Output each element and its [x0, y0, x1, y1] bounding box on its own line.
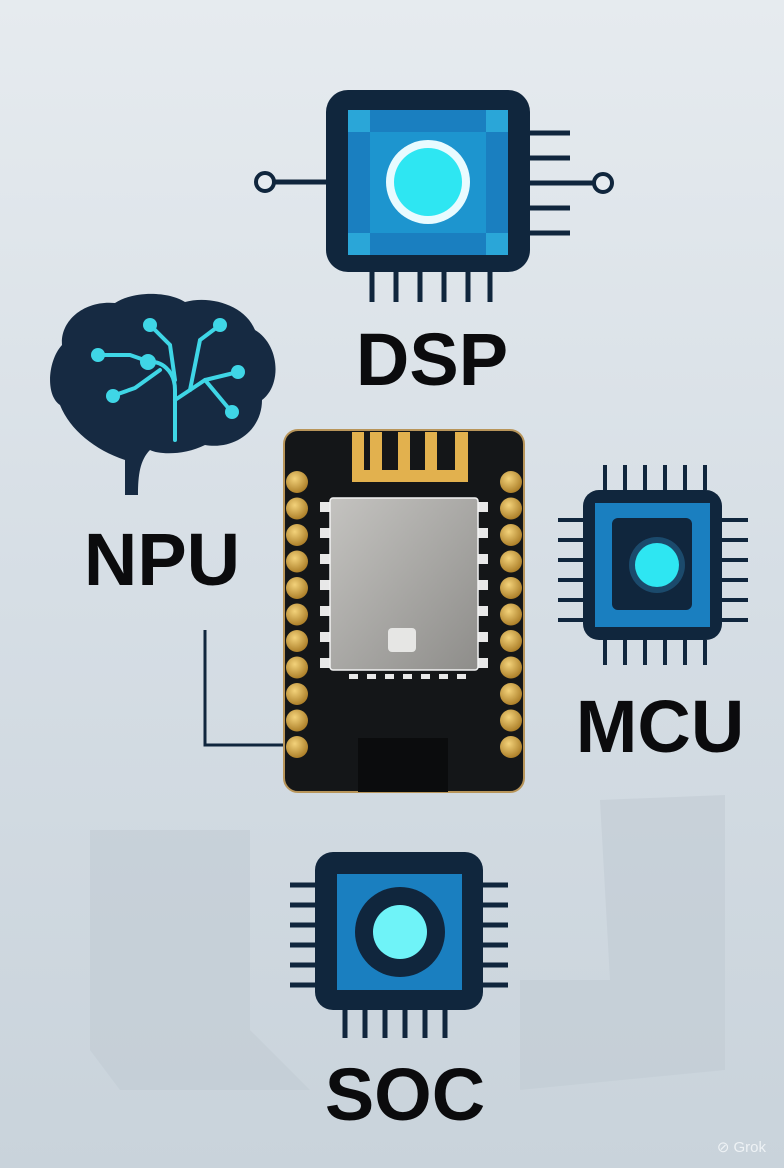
soc-label: SOC [325, 1053, 485, 1136]
dsp-chip-icon [254, 90, 614, 302]
brain-icon [50, 293, 276, 495]
gold-pad [500, 550, 522, 573]
gold-pad [500, 497, 522, 520]
gold-pad [286, 497, 308, 520]
gold-pad [286, 683, 308, 705]
gold-pad [500, 524, 522, 546]
npu-label: NPU [84, 518, 240, 601]
gold-pad [286, 471, 308, 493]
gold-pad [500, 603, 522, 626]
gold-pad [286, 630, 308, 652]
gold-pad [500, 736, 522, 758]
gold-pad [286, 656, 308, 679]
background-shapes [90, 795, 725, 1090]
gold-pad [286, 603, 308, 626]
gold-pad [286, 550, 308, 573]
mcu-chip-icon [558, 465, 748, 665]
watermark: ⊘ Grok [716, 1138, 766, 1157]
grok-logo-icon: ⊘ [716, 1139, 730, 1156]
gold-pad [500, 630, 522, 652]
gold-pad [500, 577, 522, 599]
gold-pad [286, 736, 308, 758]
mcu-label: MCU [576, 685, 745, 768]
gold-pad [286, 709, 308, 732]
gold-pad [500, 471, 522, 493]
gold-pad [500, 683, 522, 705]
module-board-icon [283, 429, 525, 793]
gold-pad [286, 577, 308, 599]
gold-pad [286, 524, 308, 546]
dsp-label: DSP [356, 318, 508, 401]
connector-line [203, 630, 284, 747]
watermark-text: Grok [733, 1138, 766, 1156]
gold-pad [500, 709, 522, 732]
gold-pad [500, 656, 522, 679]
soc-chip-icon [290, 852, 508, 1038]
